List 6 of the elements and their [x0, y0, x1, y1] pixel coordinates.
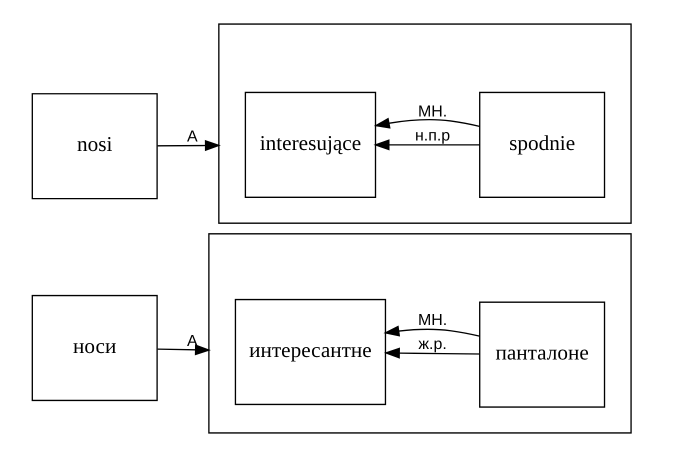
edge-label: н.п.р [414, 127, 450, 144]
edge-label: А [186, 333, 198, 350]
edge-label: ж.р. [418, 336, 446, 353]
edge-label: A [186, 128, 198, 146]
edge-label: МН. [417, 312, 447, 329]
edge-label: МН. [417, 103, 447, 120]
